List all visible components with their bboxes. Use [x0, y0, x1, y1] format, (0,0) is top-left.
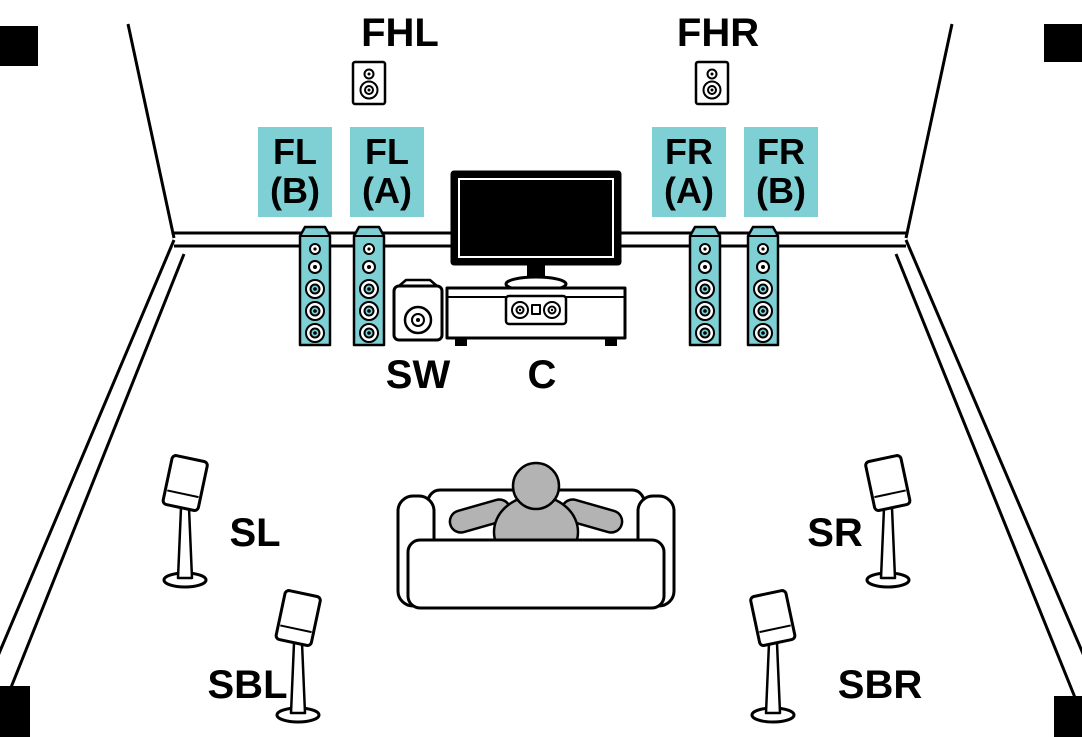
- tower-speaker-fl-a-icon: [352, 225, 386, 347]
- cabinet-foot-left: [455, 338, 467, 346]
- tower-speaker-fr-a-icon: [688, 225, 722, 347]
- label-front-left-a-line2: (A): [362, 170, 412, 211]
- surround-left-speaker-icon: [160, 453, 210, 589]
- label-front-height-right: FHR: [676, 11, 760, 55]
- front-height-speaker-left-icon: [351, 60, 387, 106]
- label-front-left-a-line1: FL: [365, 131, 409, 173]
- label-surround-right: SR: [807, 511, 863, 555]
- corner-mark-top-right: [1044, 24, 1082, 62]
- surround-back-right-speaker-icon: [748, 588, 798, 724]
- label-front-height-left: FHL: [361, 11, 439, 55]
- tv-icon: [450, 170, 622, 293]
- label-box-front-left-a: FL (A): [350, 127, 424, 217]
- corner-mark-bottom-right: [1054, 696, 1082, 737]
- sofa-icon: [396, 494, 676, 610]
- tv-screen: [450, 170, 622, 266]
- corner-mark-bottom-left: [0, 686, 30, 737]
- subwoofer-icon: [392, 278, 444, 342]
- label-box-front-right-b: FR (B): [744, 127, 818, 217]
- tower-speaker-fr-b-icon: [746, 225, 780, 347]
- surround-right-speaker-icon: [863, 453, 913, 589]
- label-surround-left: SL: [229, 511, 281, 555]
- label-subwoofer: SW: [385, 353, 451, 397]
- label-center: C: [527, 353, 557, 397]
- label-front-left-b-line1: FL: [273, 131, 317, 173]
- front-height-speaker-right-icon: [694, 60, 730, 106]
- right-wall-corner-line: [904, 23, 954, 239]
- label-box-front-right-a: FR (A): [652, 127, 726, 217]
- label-front-right-b-line1: FR: [757, 131, 805, 173]
- label-box-front-left-b: FL (B): [258, 127, 332, 217]
- tv-screen-inner-edge: [458, 178, 614, 258]
- corner-mark-top-left: [0, 26, 38, 66]
- right-floor-corner-line: [894, 239, 1082, 701]
- center-speaker-icon: [504, 294, 568, 326]
- sofa-seat: [406, 538, 666, 610]
- label-front-left-b-line2: (B): [270, 170, 320, 211]
- label-surround-back-right: SBR: [837, 663, 923, 707]
- left-wall-corner-line: [126, 23, 176, 239]
- label-surround-back-left: SBL: [207, 663, 288, 707]
- label-front-right-a-line2: (A): [664, 170, 714, 211]
- tower-speaker-fl-b-icon: [298, 225, 332, 347]
- cabinet-foot-right: [605, 338, 617, 346]
- label-front-right-b-line2: (B): [756, 170, 806, 211]
- left-floor-corner-line: [0, 239, 186, 701]
- label-front-right-a-line1: FR: [665, 131, 713, 173]
